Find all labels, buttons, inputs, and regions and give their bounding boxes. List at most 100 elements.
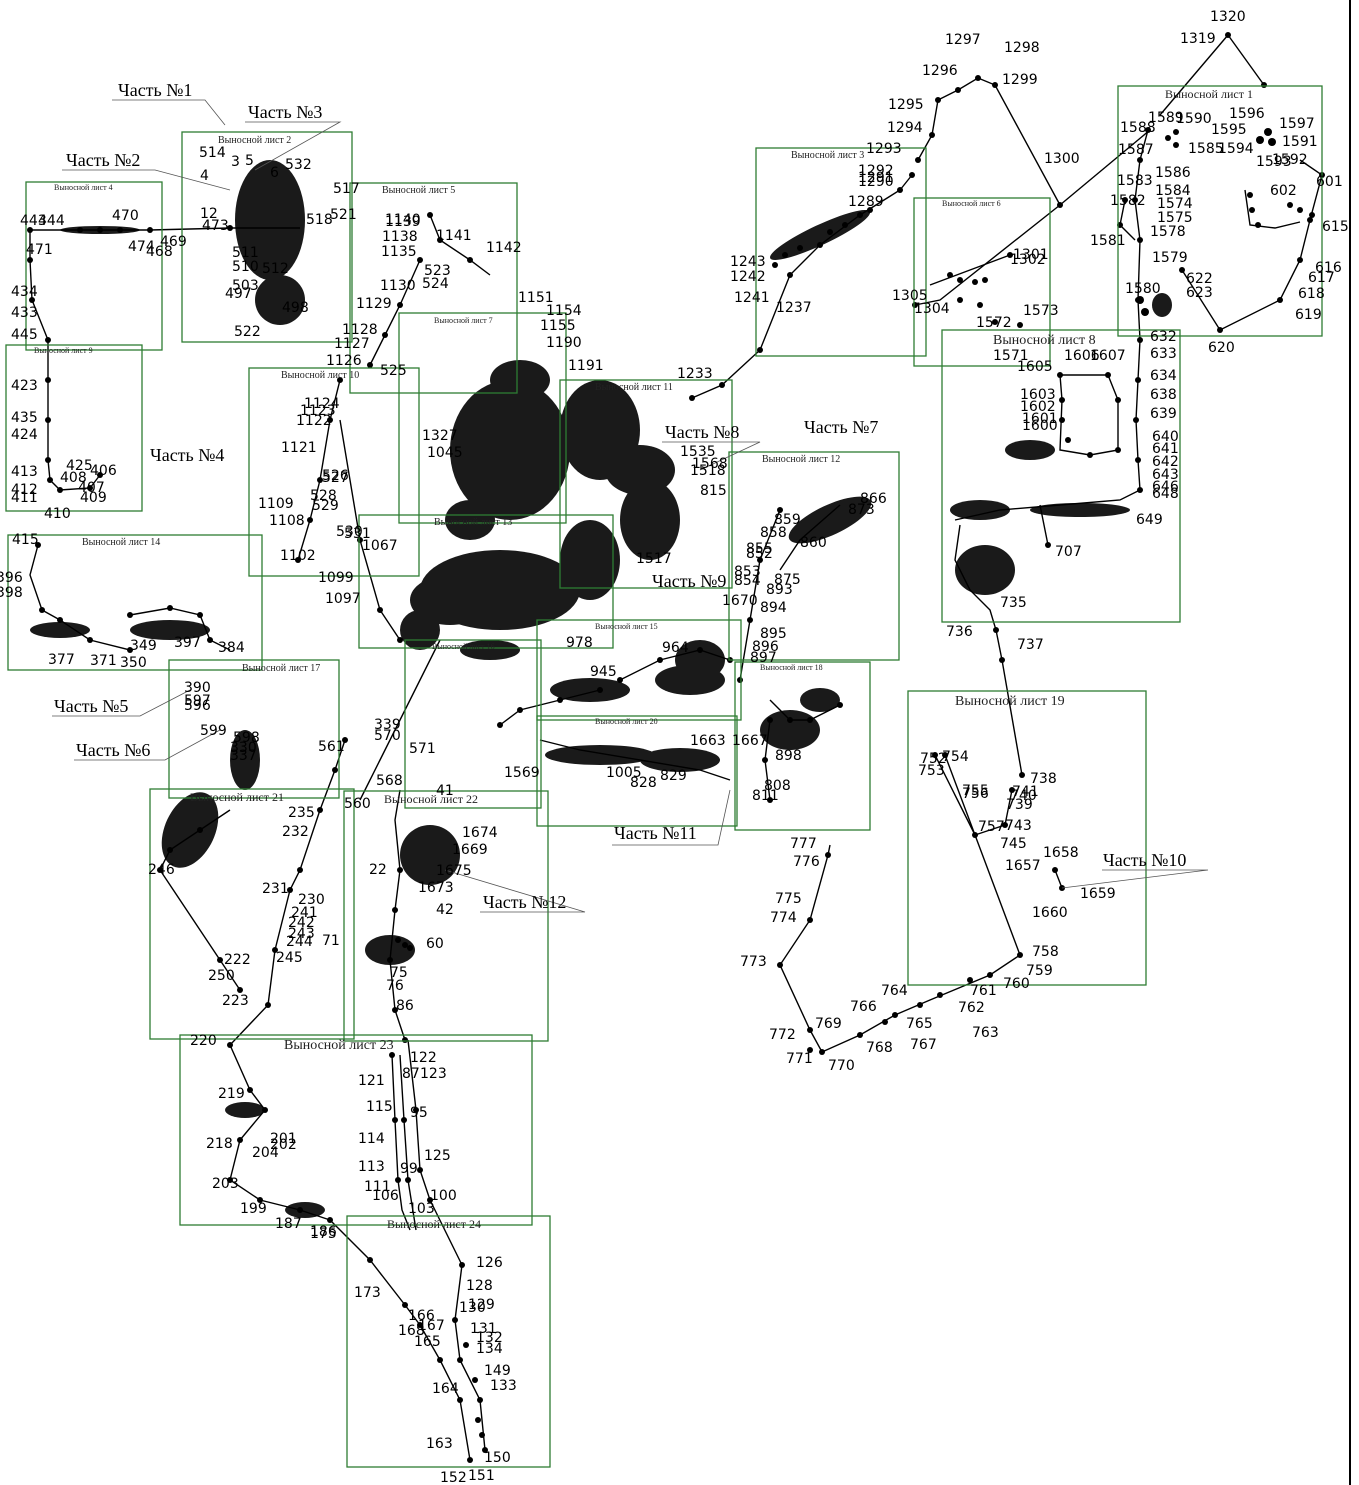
svg-text:406: 406: [90, 463, 117, 479]
svg-text:510: 510: [232, 259, 259, 275]
svg-text:829: 829: [660, 768, 687, 784]
svg-text:1102: 1102: [280, 548, 316, 564]
svg-text:772: 772: [769, 1027, 796, 1043]
svg-text:Выносной лист 23: Выносной лист 23: [284, 1038, 394, 1053]
svg-text:111: 111: [364, 1179, 391, 1195]
svg-text:1667: 1667: [732, 733, 768, 749]
svg-text:223: 223: [222, 993, 249, 1009]
svg-text:222: 222: [224, 952, 251, 968]
svg-text:1574: 1574: [1157, 196, 1193, 212]
svg-text:1669: 1669: [452, 842, 488, 858]
svg-text:1290: 1290: [858, 174, 894, 190]
svg-text:397: 397: [174, 635, 201, 651]
sheet-1: Выносной лист 1: [1117, 85, 1323, 337]
svg-text:525: 525: [380, 363, 407, 379]
svg-text:390: 390: [184, 680, 211, 696]
svg-text:413: 413: [11, 464, 38, 480]
svg-text:1151: 1151: [518, 290, 554, 306]
svg-text:175: 175: [310, 1226, 337, 1242]
svg-text:753: 753: [918, 763, 945, 779]
svg-text:250: 250: [208, 968, 235, 984]
svg-text:770: 770: [828, 1058, 855, 1074]
svg-text:739: 739: [1006, 797, 1033, 813]
svg-text:Часть №3: Часть №3: [248, 102, 322, 122]
sheet-10: Выносной лист 10: [248, 367, 420, 577]
svg-text:1585: 1585: [1188, 141, 1224, 157]
part-9-label: Часть №9: [652, 571, 726, 591]
svg-text:164: 164: [432, 1381, 459, 1397]
sheet-15: Выносной лист 15: [536, 619, 742, 721]
svg-text:133: 133: [490, 1378, 517, 1394]
svg-text:518: 518: [306, 212, 333, 228]
svg-text:741: 741: [1012, 784, 1039, 800]
svg-text:202: 202: [270, 1137, 297, 1153]
svg-text:811: 811: [752, 788, 779, 804]
svg-text:602: 602: [1270, 183, 1297, 199]
svg-text:350: 350: [120, 655, 147, 671]
sheet-3: Выносной лист 3: [755, 147, 927, 357]
svg-text:617: 617: [1308, 270, 1335, 286]
svg-text:514: 514: [199, 145, 226, 161]
sheet-24: Выносной лист 24: [346, 1215, 551, 1468]
svg-text:859: 859: [774, 512, 801, 528]
svg-text:1295: 1295: [888, 97, 924, 113]
svg-text:523: 523: [424, 263, 451, 279]
svg-text:771: 771: [786, 1051, 813, 1067]
svg-text:1603: 1603: [1020, 387, 1056, 403]
svg-text:443: 443: [20, 213, 47, 229]
svg-text:763: 763: [972, 1025, 999, 1041]
svg-text:1674: 1674: [462, 825, 498, 841]
svg-text:1663: 1663: [690, 733, 726, 749]
svg-text:757: 757: [978, 819, 1005, 835]
svg-text:Выносной лист 6: Выносной лист 6: [942, 199, 1001, 208]
svg-text:123: 123: [420, 1066, 447, 1082]
svg-text:648: 648: [1152, 486, 1179, 502]
svg-text:598: 598: [233, 730, 260, 746]
svg-text:435: 435: [11, 410, 38, 426]
svg-text:1299: 1299: [1002, 72, 1038, 88]
svg-text:130: 130: [459, 1300, 486, 1316]
boundary-lines: [29, 34, 1323, 1461]
svg-text:Выносной лист 4: Выносной лист 4: [54, 183, 113, 192]
svg-text:434: 434: [11, 284, 38, 300]
sheet-12: Выносной лист 12: [728, 451, 900, 661]
svg-text:1124: 1124: [304, 396, 340, 412]
svg-text:4: 4: [200, 168, 209, 184]
svg-text:Выносной лист 16: Выносной лист 16: [432, 642, 495, 651]
svg-text:632: 632: [1150, 329, 1177, 345]
svg-text:75: 75: [390, 965, 408, 981]
svg-text:527: 527: [322, 470, 349, 486]
svg-text:620: 620: [1208, 340, 1235, 356]
svg-text:570: 570: [374, 728, 401, 744]
svg-text:337: 337: [230, 748, 257, 764]
svg-text:87: 87: [402, 1066, 420, 1082]
svg-text:776: 776: [793, 854, 820, 870]
svg-text:396: 396: [0, 570, 23, 586]
svg-text:1123: 1123: [300, 403, 336, 419]
svg-text:243: 243: [288, 926, 315, 942]
svg-text:643: 643: [1152, 467, 1179, 483]
svg-text:808: 808: [764, 778, 791, 794]
point-labels: 1320 1319 1297 1298 1296 1299 1295 1294 …: [0, 9, 1349, 1485]
svg-text:Выносной лист 3: Выносной лист 3: [791, 150, 864, 161]
svg-text:Выносной лист 9: Выносной лист 9: [34, 346, 93, 355]
svg-text:242: 242: [288, 915, 315, 931]
svg-text:1587: 1587: [1118, 142, 1154, 158]
svg-text:964: 964: [662, 640, 689, 656]
svg-text:896: 896: [752, 639, 779, 655]
svg-text:597: 597: [184, 693, 211, 709]
sheet-21: Выносной лист 21: [149, 788, 355, 1040]
svg-text:945: 945: [590, 664, 617, 680]
svg-text:866: 866: [860, 491, 887, 507]
svg-text:244: 244: [286, 934, 313, 950]
svg-text:425: 425: [66, 458, 93, 474]
svg-text:Выносной лист 11: Выносной лист 11: [595, 382, 673, 393]
svg-text:411: 411: [11, 490, 38, 506]
svg-text:639: 639: [1150, 406, 1177, 422]
svg-text:641: 641: [1152, 441, 1179, 457]
svg-text:1237: 1237: [776, 300, 812, 316]
svg-text:Часть №5: Часть №5: [54, 696, 128, 716]
svg-text:Часть №6: Часть №6: [76, 740, 150, 760]
svg-text:Выносной лист 21: Выносной лист 21: [190, 790, 284, 804]
svg-text:76: 76: [386, 978, 404, 994]
